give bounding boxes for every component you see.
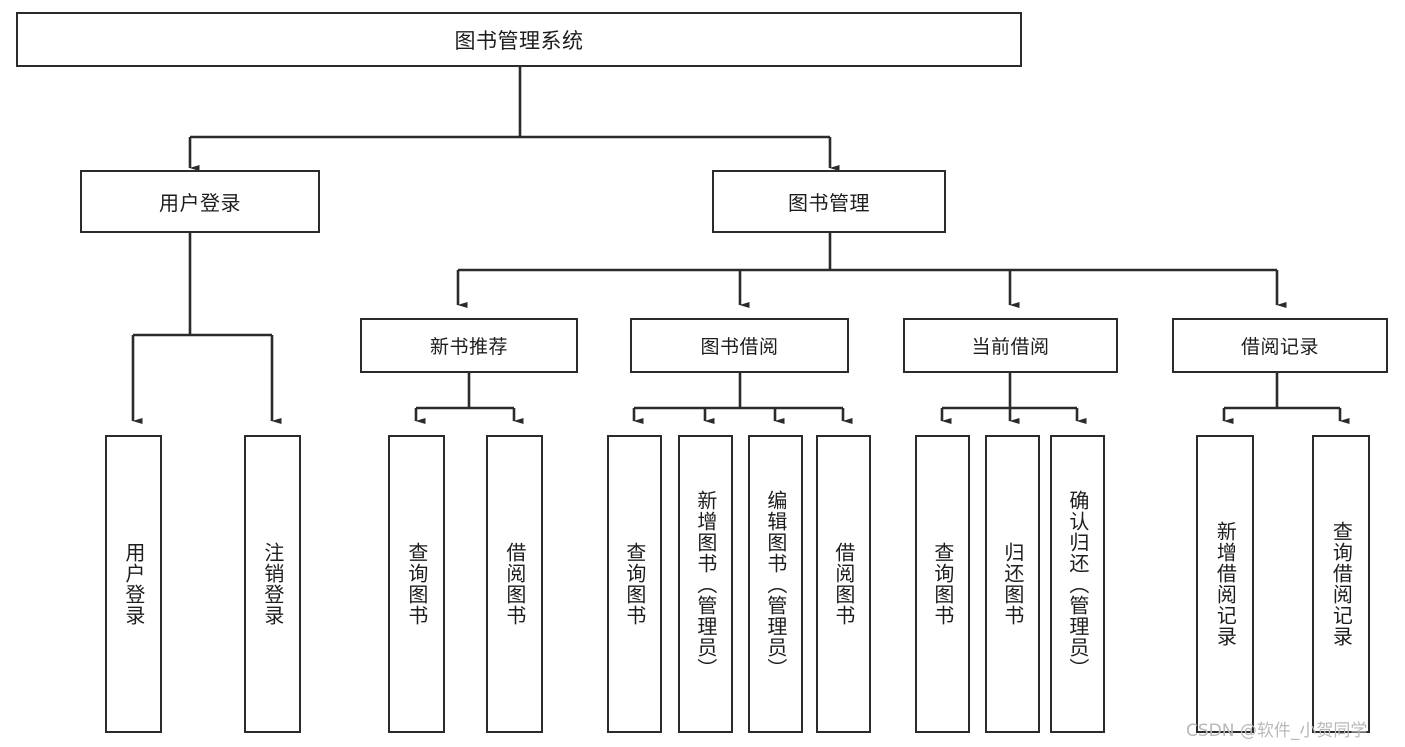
leaf-borrow-query-book[interactable]: 查询图书 [607,435,662,733]
leaf-current-query-book[interactable]: 查询图书 [915,435,970,733]
leaf-current-confirm-return[interactable]: 确认归还（管理员） [1050,435,1105,733]
leaf-borrow-borrow-book-label: 借阅图书 [831,542,856,626]
leaf-record-add[interactable]: 新增借阅记录 [1196,435,1254,733]
node-new-book-recommend-label: 新书推荐 [429,336,508,358]
node-borrow-record-label: 借阅记录 [1240,336,1319,358]
node-root[interactable]: 图书管理系统 [16,12,1022,67]
leaf-current-confirm-return-label: 确认归还（管理员） [1065,489,1090,679]
node-root-label: 图书管理系统 [454,28,584,53]
leaf-recommend-query-book-label: 查询图书 [404,542,429,626]
node-borrow-record[interactable]: 借阅记录 [1172,318,1388,373]
leaf-recommend-query-book[interactable]: 查询图书 [388,435,445,733]
leaf-borrow-add-book[interactable]: 新增图书（管理员） [678,435,733,733]
leaf-user-logout-label: 注销登录 [260,542,285,626]
leaf-recommend-borrow-book-label: 借阅图书 [502,542,527,626]
leaf-user-login-label: 用户登录 [121,542,146,626]
leaf-current-return-book[interactable]: 归还图书 [985,435,1040,733]
leaf-borrow-query-book-label: 查询图书 [622,542,647,626]
node-book-borrow[interactable]: 图书借阅 [630,318,849,373]
leaf-borrow-add-book-label: 新增图书（管理员） [693,489,718,679]
leaf-borrow-edit-book[interactable]: 编辑图书（管理员） [748,435,803,733]
leaf-borrow-borrow-book[interactable]: 借阅图书 [816,435,871,733]
node-current-borrow[interactable]: 当前借阅 [903,318,1118,373]
leaf-record-query[interactable]: 查询借阅记录 [1312,435,1370,733]
node-book-management[interactable]: 图书管理 [712,170,946,233]
leaf-user-logout[interactable]: 注销登录 [244,435,301,733]
leaf-record-query-label: 查询借阅记录 [1329,521,1354,647]
leaf-user-login[interactable]: 用户登录 [105,435,162,733]
node-new-book-recommend[interactable]: 新书推荐 [360,318,578,373]
node-book-borrow-label: 图书借阅 [700,336,779,358]
leaf-recommend-borrow-book[interactable]: 借阅图书 [486,435,543,733]
leaf-borrow-edit-book-label: 编辑图书（管理员） [763,489,788,679]
node-book-management-label: 图书管理 [788,191,870,215]
leaf-record-add-label: 新增借阅记录 [1213,521,1238,647]
leaf-current-return-book-label: 归还图书 [1000,542,1025,626]
watermark: CSDN @软件_小贺同学 [1186,721,1368,741]
node-current-borrow-label: 当前借阅 [971,336,1050,358]
node-user-login-label: 用户登录 [159,191,241,215]
node-user-login[interactable]: 用户登录 [80,170,320,233]
leaf-current-query-book-label: 查询图书 [930,542,955,626]
